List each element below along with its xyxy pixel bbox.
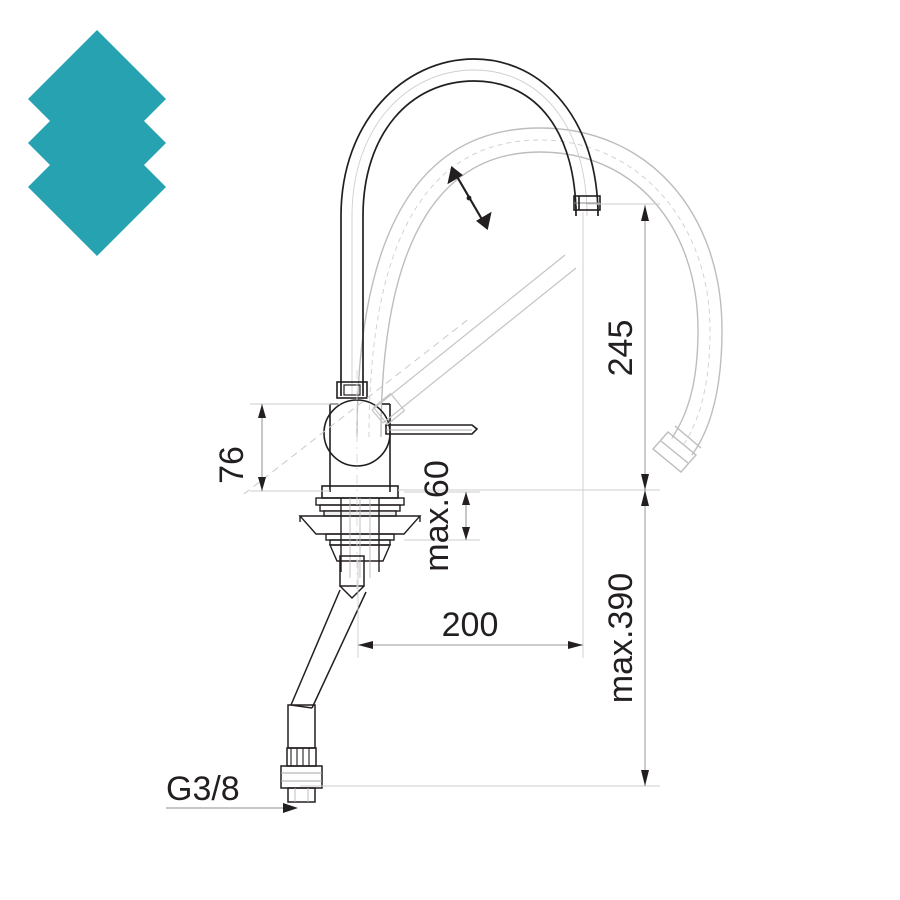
- swivel-arrow-icon: [447, 166, 492, 230]
- dimension-max-390: max.390: [602, 490, 649, 786]
- dimension-245-label: 245: [602, 320, 640, 377]
- dimension-max-60-label: max.60: [418, 460, 456, 572]
- ghost-spout-rotated-position: [356, 127, 723, 473]
- lever-handle: [385, 424, 479, 435]
- dimension-76-label: 76: [213, 446, 251, 484]
- dimension-max-390-label: max.390: [602, 573, 640, 703]
- extension-lines: [250, 203, 660, 787]
- dimension-200: 200: [358, 606, 583, 649]
- dimension-max-60: max.60: [418, 460, 470, 572]
- supply-hose: [280, 555, 367, 803]
- valve-body: [321, 381, 399, 499]
- spout-gooseneck: [340, 58, 599, 396]
- dimension-76: 76: [213, 404, 266, 491]
- thread-callout: G3/8: [166, 770, 298, 813]
- thread-callout-label: G3/8: [166, 770, 240, 808]
- dimension-245: 245: [602, 205, 649, 490]
- lever-handle-raised-ghost: [371, 254, 577, 426]
- spout-outlet-aerator: [573, 195, 601, 211]
- deck-mount-assembly: [298, 497, 422, 578]
- dimension-200-label: 200: [442, 606, 499, 644]
- chevron-stack-logo: [28, 30, 166, 256]
